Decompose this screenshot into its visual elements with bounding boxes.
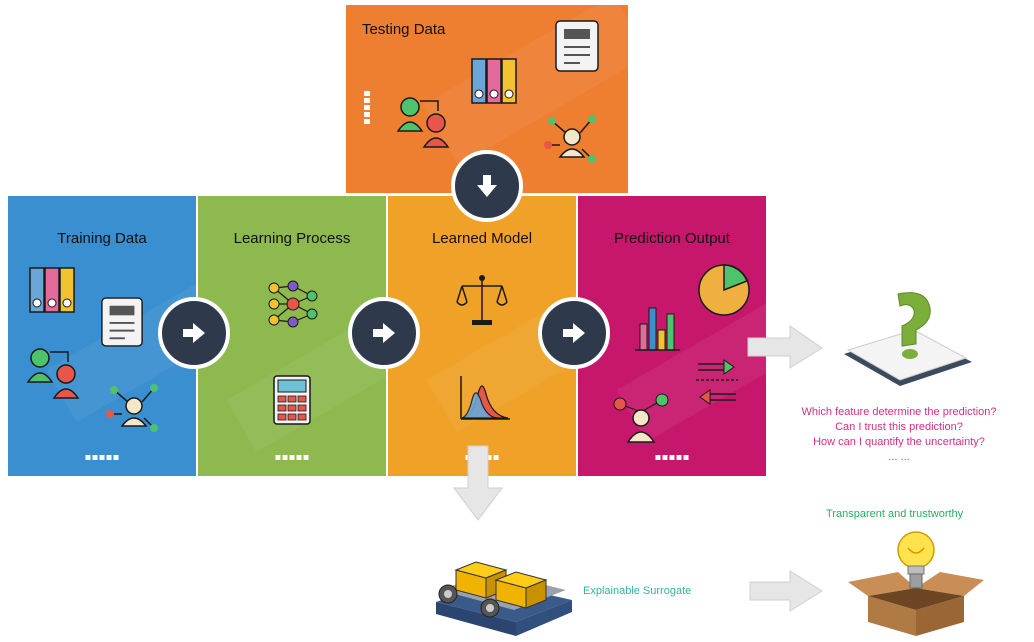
person-decision-icon (613, 393, 669, 443)
testing-data-title: Testing Data (362, 21, 446, 38)
learned-model-title: Learned Model (431, 230, 533, 247)
arrow-right-icon (563, 323, 585, 343)
vertical-dots (364, 91, 370, 124)
neural-network-icon (268, 280, 318, 328)
people-icon (26, 348, 80, 399)
surrogate-machine-icon (436, 561, 572, 636)
question-line-4: ... ... (888, 451, 910, 463)
question-line-3: How can I quantify the uncertainty? (813, 436, 985, 448)
pagination-dots (85, 455, 119, 460)
distribution-curve-icon (460, 376, 510, 420)
right-arrow-connector-3 (538, 297, 610, 369)
arrow-right-icon (183, 323, 205, 343)
pie-chart-icon (698, 264, 750, 316)
right-arrow-connector-1 (158, 297, 230, 369)
question-line-1: Which feature determine the prediction? (801, 406, 997, 418)
calculator-icon (273, 375, 311, 425)
network-person-icon (544, 115, 596, 163)
surrogate-label: Explainable Surrogate (583, 585, 692, 597)
pagination-dots (655, 455, 689, 460)
pagination-dots (275, 455, 309, 460)
people-icon (396, 97, 450, 148)
arrow-down-icon (477, 175, 497, 197)
gray-arrow-right-icon-2 (749, 570, 823, 612)
gray-arrow-right-icon (747, 325, 823, 369)
down-arrow-connector (451, 150, 523, 222)
binders-icon (471, 58, 517, 104)
right-arrow-connector-2 (348, 297, 420, 369)
lightbulb-box-icon (848, 531, 984, 636)
gray-arrow-down-icon (453, 445, 503, 521)
binders-icon (29, 267, 75, 313)
network-person-icon (106, 384, 158, 432)
transfer-arrows-icon (696, 359, 738, 405)
transparent-label: Transparent and trustworthy (826, 508, 964, 520)
learning-process-title: Learning Process (233, 230, 351, 247)
arrow-right-icon (373, 323, 395, 343)
tablet-question-icon (844, 292, 972, 386)
document-icon (555, 20, 599, 72)
question-line-2: Can I trust this prediction? (835, 421, 963, 433)
prediction-output-panel: Prediction Output (578, 196, 766, 476)
bar-chart-icon (635, 307, 680, 351)
balance-scale-icon (456, 275, 508, 325)
training-data-title: Training Data (57, 230, 147, 247)
document-icon (101, 297, 143, 347)
prediction-output-title: Prediction Output (614, 230, 730, 247)
